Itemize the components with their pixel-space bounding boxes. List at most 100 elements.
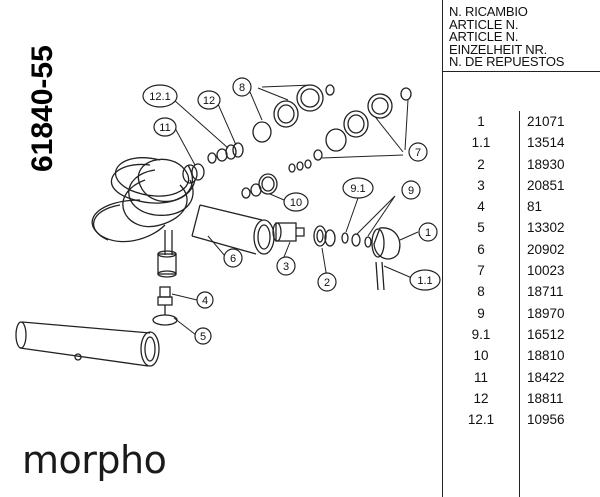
article-number: 16512 — [527, 326, 565, 342]
o-rings-upper — [182, 84, 335, 184]
table-row: 5 13302 — [443, 217, 600, 238]
callout-8: 8 — [232, 77, 252, 97]
handle-knob-part-1 — [371, 227, 401, 291]
article-number: 18810 — [527, 348, 565, 364]
svg-text:3: 3 — [283, 261, 289, 273]
table-row: 8 18711 — [443, 281, 600, 302]
table-row: 7 10023 — [443, 260, 600, 281]
header-divider — [443, 70, 600, 72]
part-position: 12 — [473, 390, 489, 406]
part-position: 3 — [477, 177, 485, 193]
exploded-parts-diagram: 12.1 12 8 11 7 10 9.1 9 — [15, 77, 441, 367]
callout-2: 2 — [317, 272, 337, 292]
part-position: 11 — [473, 369, 488, 385]
callout-12-1: 12.1 — [142, 84, 178, 108]
svg-text:1: 1 — [425, 227, 431, 239]
svg-text:12.1: 12.1 — [149, 91, 170, 103]
article-number: 10023 — [527, 263, 565, 279]
callout-9: 9 — [401, 180, 421, 200]
svg-text:5: 5 — [200, 331, 206, 343]
article-number: 20902 — [527, 241, 565, 257]
table-row: 9.1 16512 — [443, 324, 600, 345]
svg-text:11: 11 — [159, 122, 170, 134]
o-rings-middle — [241, 87, 412, 199]
fitting-part-4 — [157, 286, 173, 306]
callout-11: 11 — [153, 117, 177, 137]
callout-12: 12 — [197, 90, 221, 110]
svg-text:9.1: 9.1 — [350, 183, 365, 195]
part-position: 1 — [477, 114, 485, 129]
callout-9-1: 9.1 — [342, 177, 374, 199]
table-row: 12.1 10956 — [443, 409, 600, 430]
svg-text:4: 4 — [202, 295, 208, 307]
table-row: 3 20851 — [443, 175, 600, 196]
callout-3: 3 — [276, 256, 296, 276]
callout-6: 6 — [223, 248, 243, 268]
callout-10: 10 — [283, 192, 309, 212]
article-number: 13302 — [527, 220, 565, 236]
article-number: 18970 — [527, 305, 565, 321]
product-code-text: 61840-55 — [26, 45, 59, 172]
article-number: 20851 — [527, 177, 565, 193]
svg-text:9: 9 — [408, 185, 414, 197]
screw-part-5 — [152, 305, 178, 326]
brand-name: morpho — [22, 438, 167, 482]
nut-part-2 — [313, 225, 336, 247]
table-row: 9 18970 — [443, 303, 600, 324]
callout-7: 7 — [408, 142, 428, 162]
parts-table-header: N. RICAMBIO ARTICLE N. ARTICLE N. EINZEL… — [443, 0, 600, 69]
header-line-1: N. RICAMBIO — [449, 4, 528, 19]
table-row: 4 81 — [443, 196, 600, 217]
svg-text:6: 6 — [230, 253, 236, 265]
part-position: 2 — [477, 156, 485, 172]
callout-1: 1 — [418, 222, 438, 242]
article-number: 13514 — [527, 135, 565, 151]
table-row: 12 18811 — [443, 388, 600, 409]
article-number: 18422 — [527, 369, 565, 385]
table-row: 10 18810 — [443, 345, 600, 366]
table-row: 2 18930 — [443, 154, 600, 175]
article-number: 10956 — [527, 412, 565, 428]
part-position: 6 — [477, 241, 485, 257]
part-position: 12.1 — [467, 412, 495, 428]
column-divider — [519, 111, 520, 497]
part-position: 5 — [477, 220, 485, 236]
article-number: 18811 — [527, 390, 564, 406]
part-position: 4 — [477, 199, 485, 215]
header-line-4: EINZELHEIT NR. — [449, 41, 548, 57]
svg-text:1.1: 1.1 — [417, 275, 432, 287]
part-position: 10 — [473, 348, 489, 364]
part-position: 8 — [477, 284, 485, 300]
shower-body-tube — [191, 204, 275, 255]
parts-table: N. RICAMBIO ARTICLE N. ARTICLE N. EINZEL… — [442, 0, 600, 497]
article-number: 18711 — [527, 284, 564, 300]
table-row: 11 18422 — [443, 367, 600, 388]
part-position: 1.1 — [471, 135, 491, 151]
part-position: 7 — [477, 263, 485, 279]
cartridge-part-3 — [272, 222, 305, 242]
header-line-3: ARTICLE N. — [449, 29, 519, 44]
callout-4: 4 — [196, 291, 214, 309]
header-line-5: N. DE REPUESTOS — [449, 54, 565, 69]
article-number: 81 — [527, 199, 543, 215]
table-row: 1.1 13514 — [443, 132, 600, 153]
product-code: 61840-55 — [26, 45, 59, 172]
svg-text:2: 2 — [324, 277, 330, 289]
callout-5: 5 — [194, 327, 212, 345]
callout-1-1: 1.1 — [409, 269, 441, 291]
leader-lines — [171, 84, 419, 336]
part-position: 9 — [477, 305, 485, 321]
washers-part-9 — [341, 232, 372, 248]
svg-text:12: 12 — [203, 95, 215, 107]
part-position: 9.1 — [471, 326, 491, 342]
hose-coil — [91, 157, 196, 255]
table-row: 6 20902 — [443, 239, 600, 260]
header-line-2: ARTICLE N. — [449, 16, 519, 32]
article-number: 18930 — [527, 156, 565, 172]
hose-connector — [157, 250, 177, 278]
svg-text:8: 8 — [239, 82, 245, 94]
svg-text:7: 7 — [415, 147, 421, 159]
shower-tube-lower — [15, 321, 160, 367]
